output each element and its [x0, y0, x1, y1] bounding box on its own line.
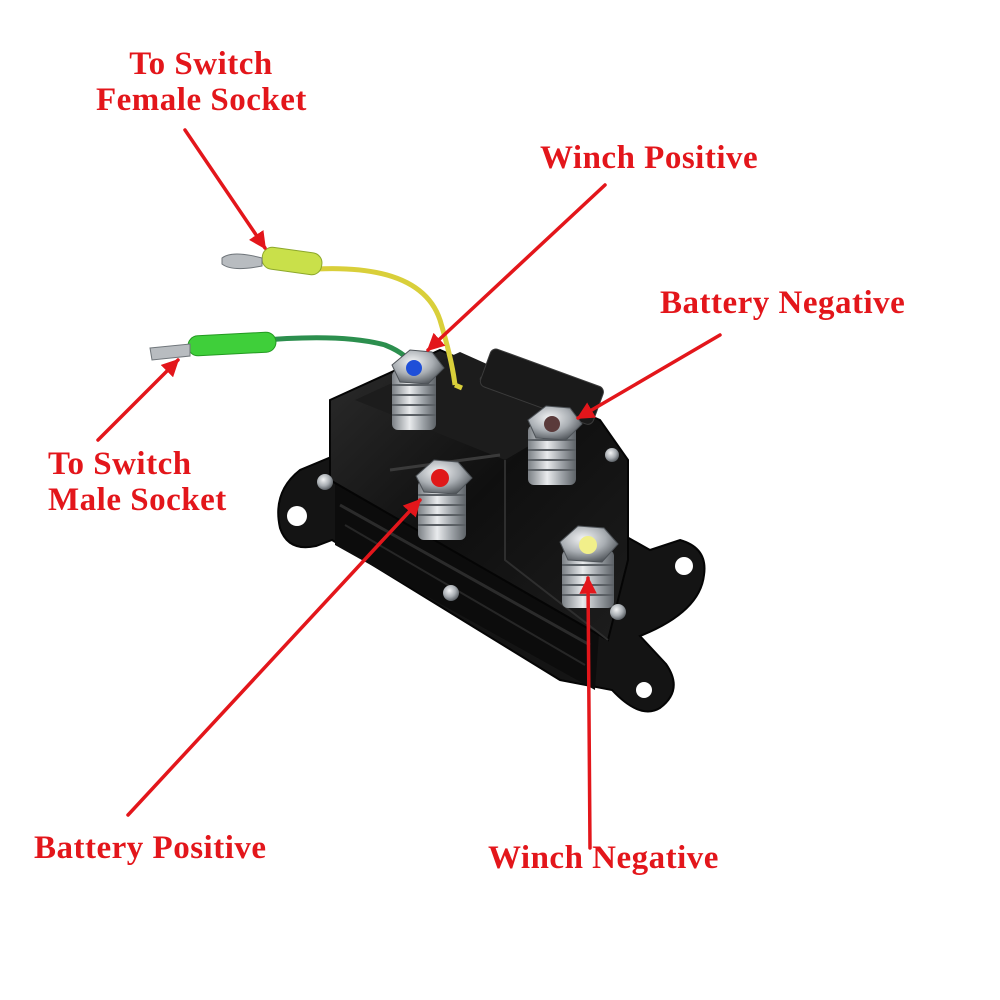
arrow-icon	[576, 333, 722, 420]
label-battery-positive: Battery Positive	[34, 830, 267, 866]
terminal-winch-positive	[391, 349, 445, 430]
arrow-icon	[579, 576, 597, 850]
arrow-icon	[96, 358, 180, 442]
label-winch-negative: Winch Negative	[488, 840, 719, 876]
label-switch-female: To Switch Female Socket	[96, 46, 306, 118]
terminal-battery-negative	[527, 405, 583, 485]
terminal-battery-positive	[415, 459, 473, 540]
label-switch-male-line1: To Switch	[48, 446, 192, 482]
arrow-icon	[183, 128, 267, 250]
switch-wires	[149, 246, 463, 391]
label-switch-female-line1: To Switch	[129, 46, 273, 82]
label-switch-male-line2: Male Socket	[48, 482, 227, 518]
arrow-icon	[126, 498, 422, 817]
label-battery-negative: Battery Negative	[660, 285, 906, 321]
arrow-icon	[426, 183, 607, 352]
annotation-arrows	[96, 128, 722, 850]
terminal-cap-blue	[406, 360, 422, 376]
label-switch-male: To Switch Male Socket	[48, 446, 227, 518]
label-winch-positive: Winch Positive	[540, 140, 759, 176]
label-switch-female-line2: Female Socket	[96, 82, 307, 118]
